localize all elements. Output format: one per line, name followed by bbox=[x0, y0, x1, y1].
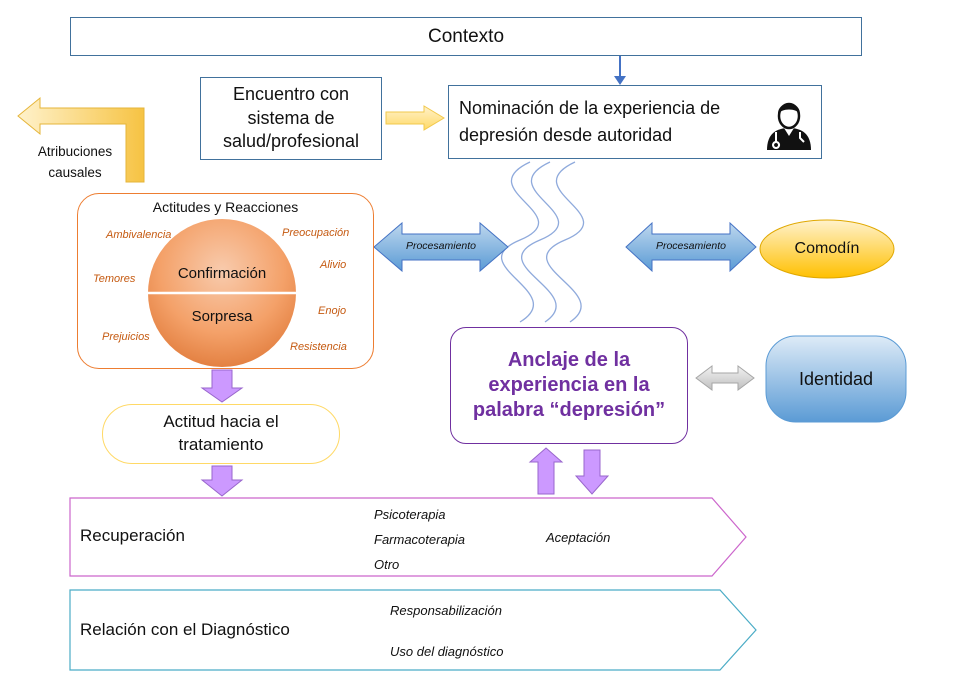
processing-left-arrow bbox=[373, 221, 509, 273]
context-down-arrow bbox=[614, 56, 626, 85]
treatment-attitude-box: Actitud hacia el tratamiento bbox=[102, 404, 340, 464]
anchoring-box: Anclaje de la experiencia en la palabra … bbox=[450, 327, 688, 444]
treatment-down-arrow bbox=[200, 465, 244, 497]
nomination-box: Nominación de la experiencia de depresió… bbox=[448, 85, 822, 159]
anchoring-down-arrow bbox=[574, 449, 610, 495]
recovery-label: Recuperación bbox=[80, 526, 185, 545]
attributions-bent-arrow bbox=[17, 96, 145, 183]
recovery-pentagon bbox=[69, 497, 747, 577]
context-label: Contexto bbox=[427, 25, 505, 47]
recovery-item-psicoterapia: Psicoterapia bbox=[374, 507, 446, 522]
anchoring-identity-arrow bbox=[695, 365, 755, 391]
recovery-acceptance: Aceptación bbox=[546, 530, 611, 545]
encounter-label: Encuentro con sistema de salud/profesion… bbox=[222, 84, 360, 152]
recovery-item-otro: Otro bbox=[374, 557, 400, 572]
processing-right-label: Procesamiento bbox=[655, 240, 727, 252]
recovery-item-farmacoterapia: Farmacoterapia bbox=[374, 532, 466, 547]
processing-left-label: Procesamiento bbox=[405, 240, 477, 252]
identity-label: Identidad bbox=[798, 368, 874, 389]
encounter-box: Encuentro con sistema de salud/profesion… bbox=[200, 77, 382, 160]
wildcard-ellipse bbox=[759, 219, 895, 279]
attitude-resistencia: Resistencia bbox=[290, 341, 347, 353]
encounter-to-nomination-arrow bbox=[385, 105, 445, 131]
attitudes-down-arrow bbox=[200, 369, 244, 403]
wavy-lines bbox=[501, 161, 585, 323]
nomination-label: Nominación de la experiencia de depresió… bbox=[459, 98, 721, 145]
attitude-ambivalencia: Ambivalencia bbox=[106, 229, 172, 241]
diagnosis-relation-label: Relación con el Diagnóstico bbox=[80, 620, 290, 639]
anchoring-up-arrow bbox=[528, 447, 564, 495]
identity-box bbox=[765, 335, 907, 423]
diagnosis-item-uso: Uso del diagnóstico bbox=[390, 644, 504, 659]
processing-right-arrow bbox=[625, 221, 757, 273]
attributions-label: Atribuciones causales bbox=[37, 144, 113, 180]
attitudes-title: Actitudes y Reacciones bbox=[152, 199, 299, 215]
treatment-attitude-label: Actitud hacia el tratamiento bbox=[163, 412, 279, 454]
context-box: Contexto bbox=[70, 17, 862, 56]
attitude-enojo: Enojo bbox=[318, 305, 347, 317]
diagnosis-relation-pentagon bbox=[69, 589, 757, 671]
circle-top-label: Confirmación bbox=[177, 265, 267, 282]
attitude-preocupacion: Preocupación bbox=[282, 227, 350, 239]
wildcard-label: Comodín bbox=[794, 240, 860, 257]
anchoring-label: Anclaje de la experiencia en la palabra … bbox=[472, 349, 666, 421]
circle-bottom-label: Sorpresa bbox=[191, 308, 253, 325]
diagnosis-item-responsabilizacion: Responsabilización bbox=[390, 603, 503, 618]
doctor-icon bbox=[767, 102, 811, 150]
attitude-prejuicios: Prejuicios bbox=[102, 331, 150, 343]
attitude-temores: Temores bbox=[93, 273, 136, 285]
attitude-alivio: Alivio bbox=[320, 259, 347, 271]
